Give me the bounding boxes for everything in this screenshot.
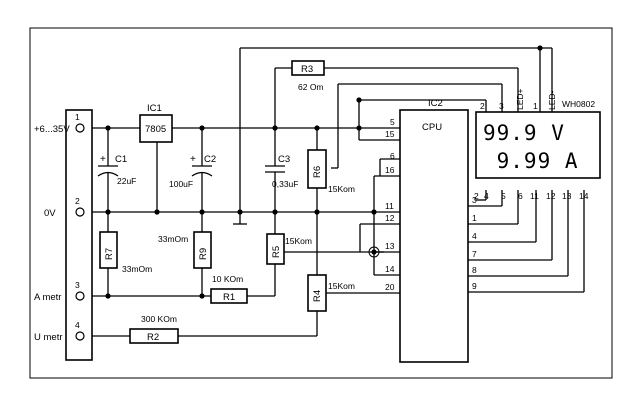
c2-value: 100uF [169, 179, 193, 189]
display-line-2: 9.99 A [483, 149, 579, 173]
r1-value: 10 KOm [212, 274, 243, 284]
connector-pin-1: 1 [75, 112, 80, 122]
r5-resistor [266, 233, 285, 265]
cpu-pin-15: 15 [385, 129, 395, 139]
cpu-pin-5: 5 [390, 117, 395, 127]
volt-input-label: U metr [34, 332, 63, 343]
cpu-pin-9: 9 [472, 281, 477, 291]
display-model: WH0802 [562, 99, 595, 109]
display-bottom-pin-14: 14 [579, 191, 589, 201]
c2-ref: C2 [204, 154, 216, 165]
connector-pin-3: 3 [75, 280, 80, 290]
cpu-pin-7: 7 [472, 249, 477, 259]
c1-ref: C1 [115, 154, 127, 165]
r5-ref: R5 [271, 246, 282, 258]
c2-polarity: + [190, 154, 196, 165]
r2-value: 300 KOm [141, 314, 177, 324]
c3-ref: C3 [278, 154, 290, 165]
amp-input-label: A metr [34, 292, 61, 303]
cpu-pin-16: 16 [385, 165, 395, 175]
r7-value: 33mOm [122, 264, 152, 274]
display-bottom-pin-6: 6 [518, 191, 523, 201]
r1-resistor [210, 288, 248, 304]
display-top-pin-2: 2 [480, 101, 485, 111]
display-bottom-pin-5: 5 [501, 191, 506, 201]
cpu-pin-20: 20 [385, 282, 395, 292]
display-bottom-pin-2: 2 [474, 191, 479, 201]
ic1-regulator [139, 114, 173, 143]
cpu-pin-6: 6 [390, 151, 395, 161]
cpu-name: CPU [422, 122, 442, 133]
r3-ref: R3 [301, 64, 313, 75]
led-plus-label: LED+ [515, 88, 525, 110]
diagram-frame [29, 27, 613, 379]
cpu-pin-14: 14 [385, 264, 395, 274]
display-line-1: 99.9 V [483, 121, 565, 145]
r1-ref: R1 [223, 292, 235, 303]
c1-capacitor [97, 165, 119, 177]
r4-ref: R4 [312, 290, 323, 302]
cpu-ref: IC2 [428, 98, 443, 109]
display-bottom-pin-13: 13 [562, 191, 572, 201]
r6-resistor [307, 149, 327, 189]
r4-value: 15Kom [328, 281, 355, 291]
r9-value: 33mOm [158, 234, 188, 244]
cpu-pin-12: 12 [385, 213, 395, 223]
c2-capacitor [191, 165, 213, 177]
r2-resistor [129, 328, 179, 344]
r2-ref: R2 [147, 332, 159, 343]
display-bottom-pin-12: 12 [546, 191, 556, 201]
r7-resistor [99, 231, 118, 269]
r6-value: 15Kom [328, 184, 355, 194]
display-bottom-pin-4: 4 [484, 191, 489, 201]
r5-value: 15Kom [285, 236, 312, 246]
gnd-label: 0V [44, 208, 56, 219]
r7-ref: R7 [104, 248, 115, 260]
cpu-pin-3: 3 [472, 195, 477, 205]
ic1-value: 7805 [145, 124, 166, 135]
display-top-pin-1: 1 [533, 101, 538, 111]
connector-pin-4: 4 [75, 320, 80, 330]
cpu-pin-11: 11 [385, 201, 394, 211]
input-connector: 1 2 3 4 [65, 109, 93, 361]
cpu-pin-8: 8 [472, 265, 477, 275]
crossover-loop [368, 246, 380, 258]
cpu-pin-4: 4 [472, 231, 477, 241]
r6-ref: R6 [312, 166, 323, 178]
display-top-pin-3: 3 [499, 101, 504, 111]
r3-resistor [291, 60, 325, 76]
cpu-pin-1: 1 [472, 213, 477, 223]
r9-resistor [193, 231, 212, 269]
led-minus-label: LED- [547, 90, 557, 110]
c1-value: 22uF [117, 176, 136, 186]
r9-ref: R9 [198, 248, 209, 260]
r4-resistor [307, 274, 327, 312]
cpu-pin-13: 13 [385, 241, 395, 251]
r3-value: 62 Om [298, 82, 324, 92]
lcd-display [475, 111, 601, 179]
ic1-ref: IC1 [147, 103, 162, 114]
c3-value: 0,33uF [272, 179, 298, 189]
c3-capacitor [265, 165, 285, 173]
connector-pin-2: 2 [75, 196, 80, 206]
vin-label: +6...35V [34, 124, 70, 135]
display-bottom-pin-11: 11 [530, 191, 539, 201]
c1-polarity: + [100, 154, 106, 165]
cpu-chip [399, 109, 469, 363]
